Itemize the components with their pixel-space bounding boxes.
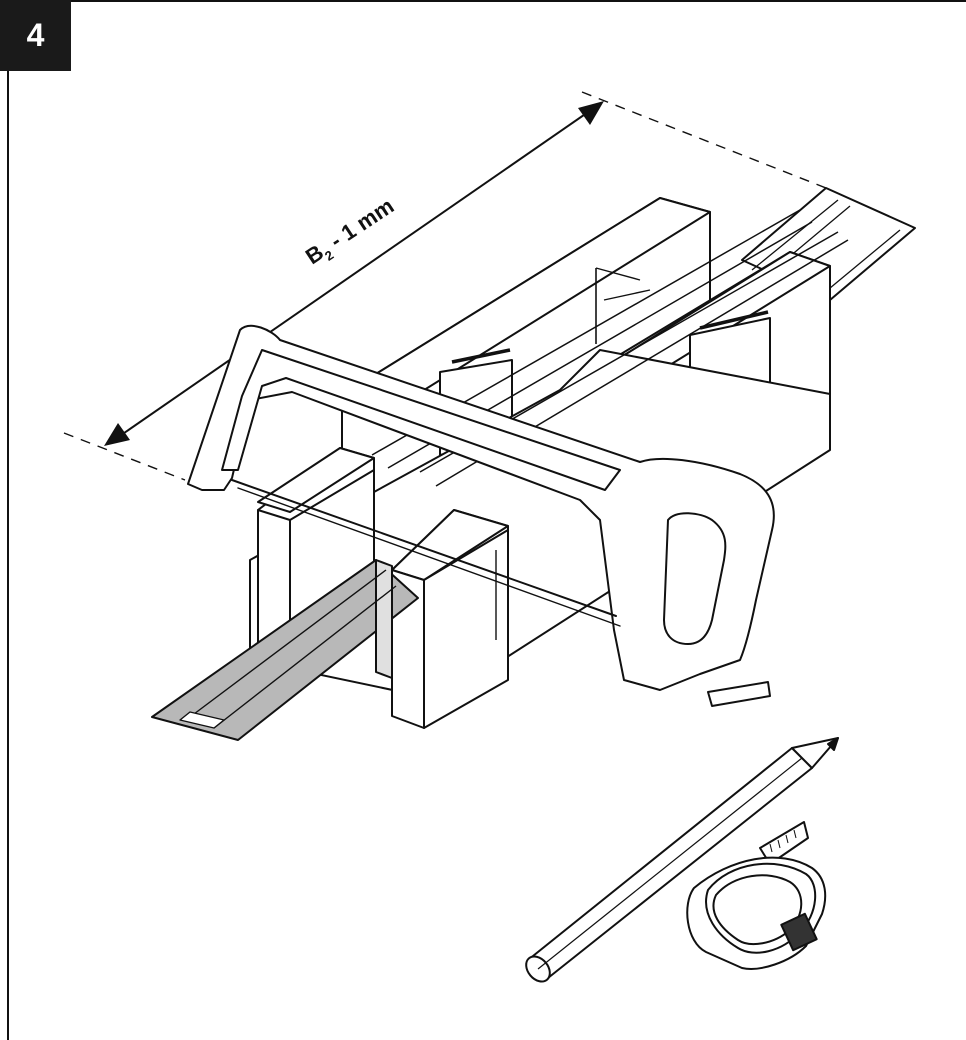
dim-extension-dashed-bottom [63,432,186,481]
pencil [525,737,839,983]
hacksaw-blade [231,479,617,617]
dimension-rest: - 1 mm [320,193,398,256]
dim-extension-dashed-top [581,91,827,189]
hacksaw-frame [187,324,775,691]
tape-measure [686,821,827,970]
aluminium-profile [151,559,419,741]
hacksaw-tensioner [707,681,771,707]
dim-arrow-head-bottom [104,423,130,446]
step-number-badge: 4 [0,0,71,71]
hacksaw [187,324,775,707]
dim-arrow-head-top [578,101,604,125]
hacksaw-handle-hole [663,512,727,645]
dimension-group [63,91,827,481]
dimension-label: B2 - 1 mm [301,193,401,272]
dimension-line [113,107,595,441]
tape-measure-brake [780,912,818,952]
